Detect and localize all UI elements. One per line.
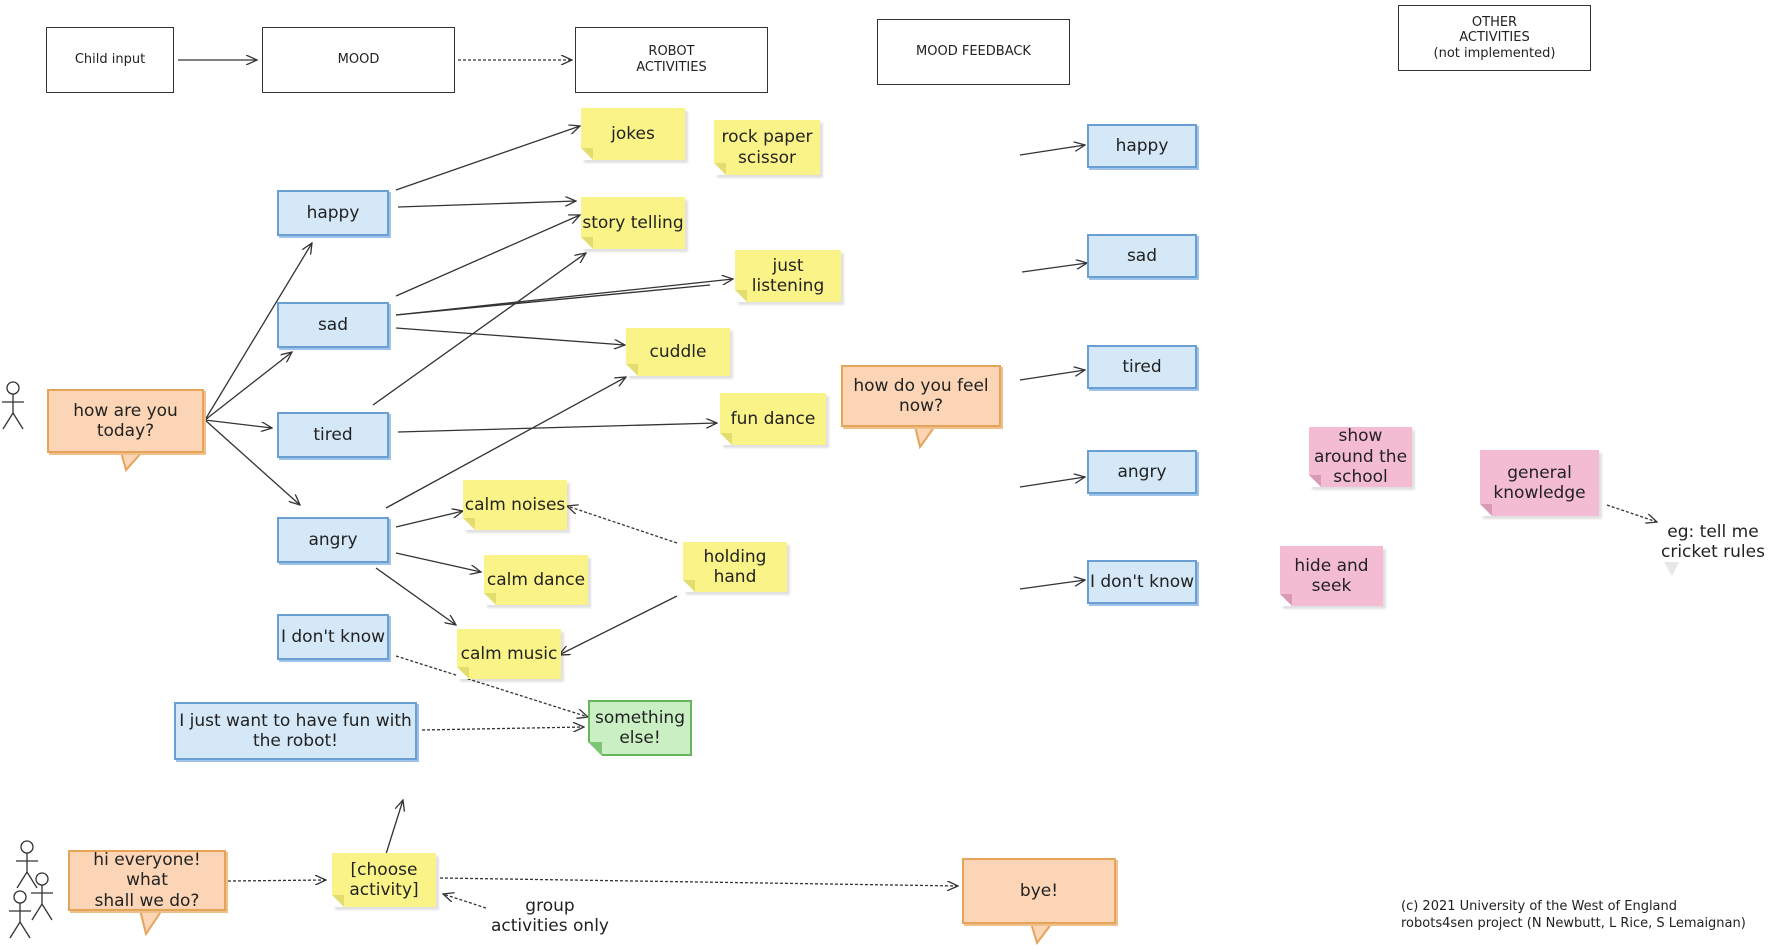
arrow-tired-fundance [397,423,717,433]
arrow-sad-listening-2 [395,284,711,316]
mood-happy: happy [277,190,389,236]
feedback-sad: sad [1087,234,1197,278]
prompt-hi-everyone: hi everyone! what shall we do? [68,850,226,911]
arrow-sad-listening [395,279,733,316]
header-robot-activities: ROBOT ACTIVITIES [575,27,768,93]
arrow-choose-up [385,800,403,855]
feedback-dont-know: I don't know [1087,560,1197,604]
activity-holding-hand: holding hand [683,542,787,592]
activity-rock-paper-scissor: rock paper scissor [714,120,820,175]
activity-calm-noises: calm noises [463,480,567,530]
arrow-fb-sad [1021,263,1087,273]
feedback-tired: tired [1087,345,1197,389]
activity-fun-dance: fun dance [720,393,826,445]
mood-angry: angry [277,517,389,563]
arrow-group-choose [443,894,487,909]
other-show-around-school: show around the school [1309,426,1412,487]
activity-calm-music: calm music [457,629,561,679]
mood-dont-know: I don't know [277,614,389,660]
mood-tired: tired [277,412,389,458]
arrow-happy-jokes [395,126,580,191]
other-hide-and-seek: hide and seek [1280,546,1383,606]
arrow-choose-bye [439,877,958,886]
bubble-tail-bye [1030,922,1053,946]
arrow-sad-story [395,215,580,297]
arrow-tired-story [372,253,586,406]
header-mood: MOOD [262,27,455,93]
arrow-knowledge-example [1606,504,1657,522]
activity-cuddle: cuddle [626,328,730,376]
header-mood-feedback: MOOD FEEDBACK [877,19,1070,85]
feedback-angry: angry [1087,450,1197,494]
mood-just-want-fun: I just want to have fun with the robot! [174,702,417,760]
arrow-fb-dontknow [1019,580,1085,590]
activity-jokes: jokes [581,108,685,160]
stick-figures-group-icon [9,840,53,939]
arrow-fb-tired [1019,370,1085,381]
arrow-holding-calmnoises [567,506,678,544]
arrow-sad-cuddle [395,327,625,345]
activity-story-telling: story telling [581,197,685,249]
arrow-fb-happy [1019,145,1085,156]
activity-just-listening: just listening [735,250,841,302]
prompt-how-are-you: how are you today? [47,389,204,453]
bubble-tail-hi [139,909,163,937]
stick-figure-icon [2,381,24,430]
bubble-tail-howareyou [120,451,143,473]
arrow-justfun-something [421,727,584,730]
note-group-activities-only: group activities only [490,895,609,936]
other-cricket-example: eg: tell me cricket rules [1661,521,1765,562]
other-general-knowledge: general knowledge [1480,450,1599,516]
bubble-tail-howfeel [914,425,936,450]
arrow-q-tired [204,419,272,428]
header-other-activities: OTHER ACTIVITIES (not implemented) [1398,5,1591,71]
arrow-happy-story [397,201,576,208]
arrow-angry-calmdance [395,552,481,572]
arrow-angry-calmnoises [395,511,463,528]
arrow-q-sad [204,352,292,421]
credits-line-1: (c) 2021 University of the West of Engla… [1401,899,1678,914]
prompt-how-do-you-feel: how do you feel now? [841,365,1001,427]
activity-something-else: something else! [588,700,692,756]
activity-choose-activity: [choose activity] [332,853,436,907]
credits-line-2: robots4sen project (N Newbutt, L Rice, S… [1401,916,1746,931]
arrow-fb-angry [1019,477,1085,488]
activity-calm-dance: calm dance [484,555,588,605]
prompt-bye: bye! [962,858,1116,924]
feedback-happy: happy [1087,124,1197,168]
mood-sad: sad [277,302,389,348]
arrow-hi-choose [227,880,326,881]
header-child-input: Child input [46,27,174,93]
